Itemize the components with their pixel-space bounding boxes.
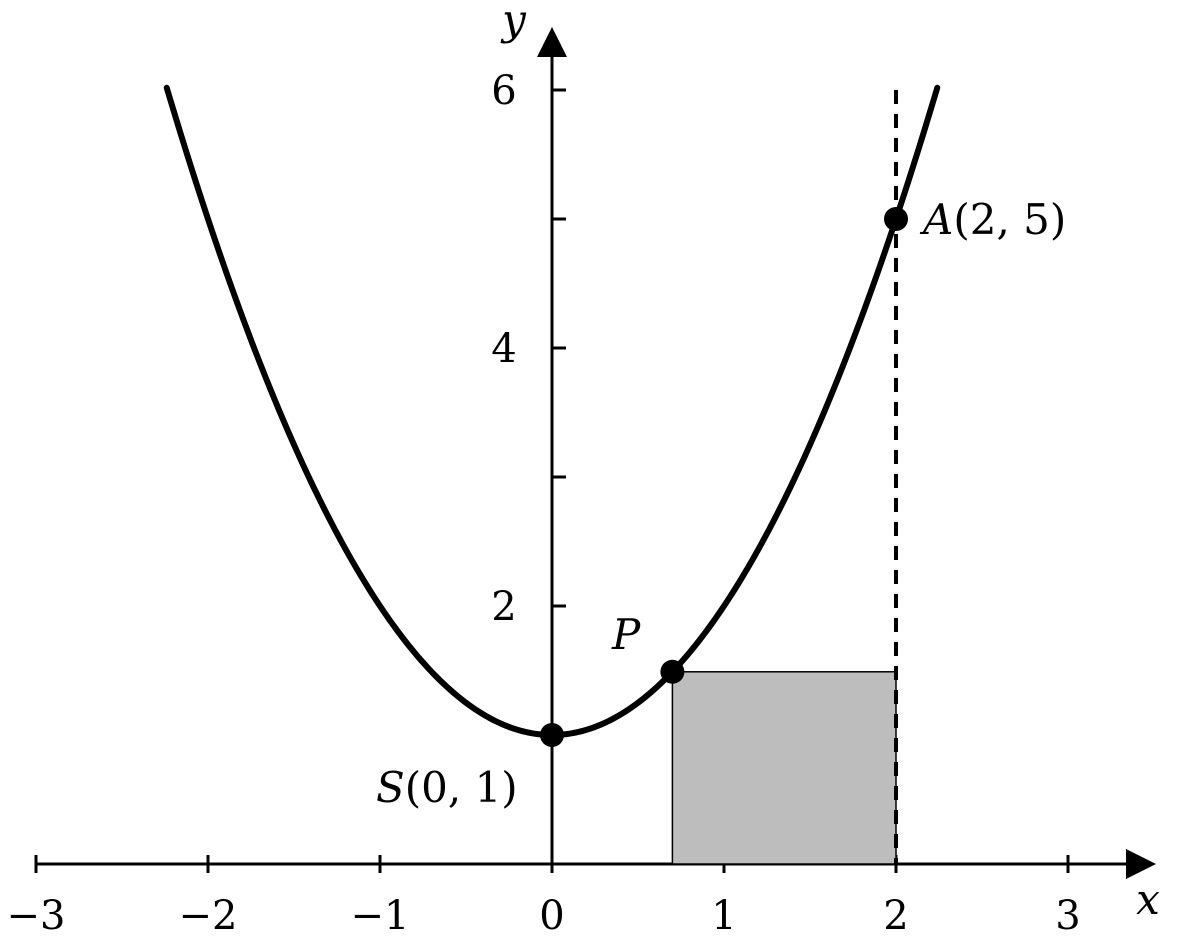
y-tick-label: 6 xyxy=(491,68,516,114)
point-a-label: A(2, 5) xyxy=(919,195,1066,244)
x-tick-label: 2 xyxy=(883,893,908,938)
shaded-rectangle-group xyxy=(671,671,897,865)
x-tick-label: 0 xyxy=(539,893,564,938)
points-group xyxy=(540,207,908,747)
point-a xyxy=(884,207,908,231)
y-tick-label: 4 xyxy=(491,326,516,372)
point-p xyxy=(660,659,685,684)
x-tick-label: 1 xyxy=(711,893,736,938)
point-s-label: S(0, 1) xyxy=(376,763,518,812)
x-tick-label: 3 xyxy=(1055,893,1080,938)
shaded-rectangle xyxy=(671,671,897,865)
axes xyxy=(36,27,1156,879)
y-tick-label: 2 xyxy=(491,584,516,630)
axis-ticks xyxy=(34,88,1070,873)
x-tick-label: −1 xyxy=(351,893,410,938)
point-s xyxy=(540,723,564,747)
x-tick-label: −3 xyxy=(7,893,66,938)
y-axis-label: y xyxy=(500,0,527,44)
point-p-label: P xyxy=(611,610,641,659)
x-tick-label: −2 xyxy=(179,893,238,938)
x-axis-label: x xyxy=(1136,875,1160,924)
labels-group: x y −3 −2 −1 0 1 2 3 2 4 6S(0, 1) A(2, 5) P xyxy=(7,0,1161,938)
